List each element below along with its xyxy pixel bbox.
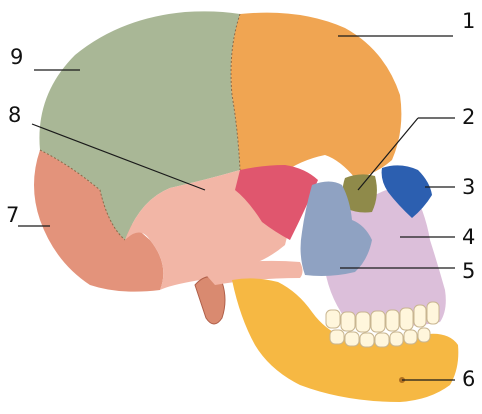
label-4: 4 xyxy=(462,225,475,249)
frontal-bone xyxy=(231,13,401,178)
label-1: 1 xyxy=(462,9,475,33)
label-7: 7 xyxy=(6,203,19,227)
label-5: 5 xyxy=(462,259,475,283)
label-8: 8 xyxy=(8,103,21,127)
label-9: 9 xyxy=(10,45,23,69)
label-3: 3 xyxy=(462,175,475,199)
label-6: 6 xyxy=(462,367,475,391)
label-2: 2 xyxy=(462,105,475,129)
